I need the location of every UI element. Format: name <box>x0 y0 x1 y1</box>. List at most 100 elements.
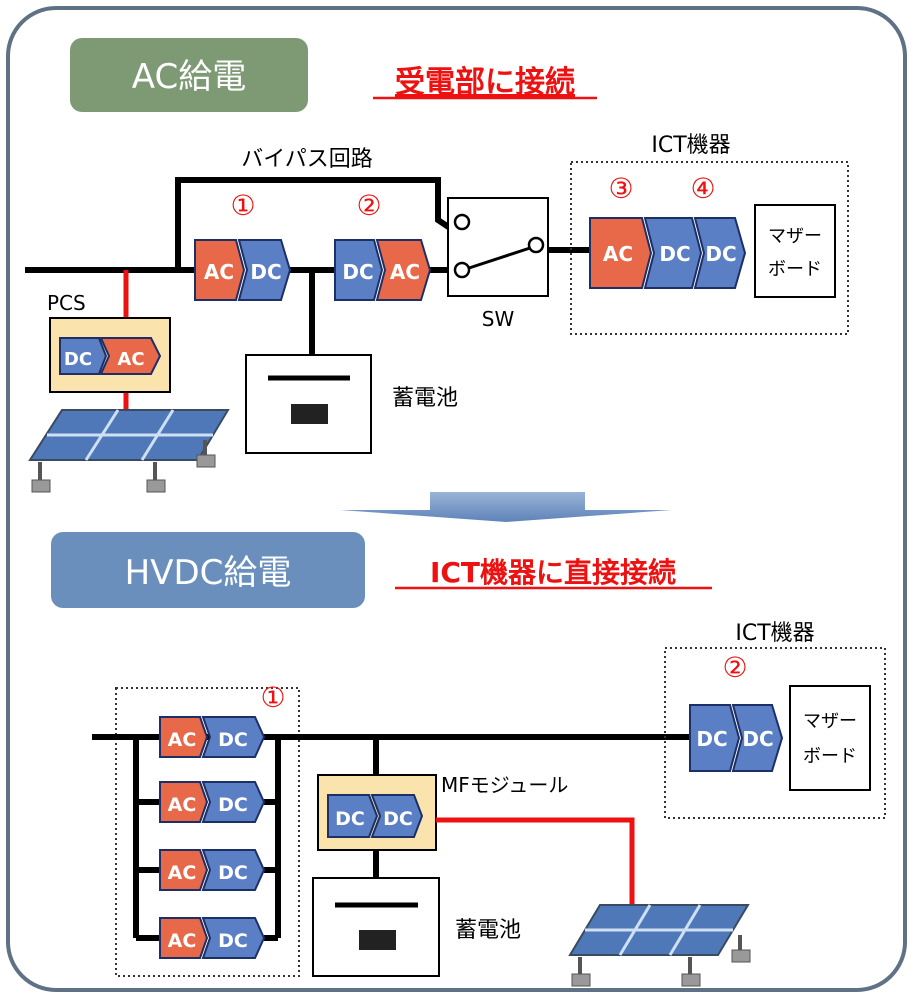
mf-solar-red-line <box>436 817 635 905</box>
switch-contact-bottom <box>453 261 471 279</box>
ac-battery-label: 蓄電池 <box>392 386 458 411</box>
solar-grid-v1 <box>84 409 120 461</box>
rectifier-4: AC DC <box>159 917 266 959</box>
rect1-dc-block <box>201 716 266 758</box>
switch: SW <box>447 197 549 331</box>
ac-number-1: ① <box>230 189 255 222</box>
rect4-ac-text: AC <box>168 930 197 952</box>
rectifier-1: AC DC <box>159 716 266 758</box>
hvdc-ict-dc-block-1 <box>689 704 741 772</box>
rect4-dc-block <box>201 917 266 959</box>
ict-dc-block-2 <box>693 217 747 289</box>
c1-ac-block <box>194 239 246 301</box>
pcs-dc-block <box>59 337 108 375</box>
c2-dc-text: DC <box>342 260 373 284</box>
hvdc-solar-panel <box>568 904 751 987</box>
hvdc-motherboard-line1: マザー <box>803 711 857 732</box>
rect1-dc-text: DC <box>218 729 248 751</box>
hvdc-battery-label: 蓄電池 <box>455 918 521 943</box>
solar-foot <box>146 479 166 493</box>
solar-foot <box>196 454 216 468</box>
hvdc-subtitle: ICT機器に直接接続 <box>430 556 676 589</box>
hvdc-ict-dotted-box <box>664 647 886 819</box>
rect3-ac-text: AC <box>168 862 197 884</box>
ac-number-4: ④ <box>690 172 715 205</box>
ac-ict-dotted-box <box>570 161 849 335</box>
ict-dc-text-2: DC <box>705 242 736 266</box>
c1-dc-text: DC <box>250 260 281 284</box>
rect4-ac-block <box>159 917 209 959</box>
rect3-dc-block <box>201 849 266 891</box>
solar-grid-v2 <box>668 904 702 956</box>
bypass-label: バイパス回路 <box>241 147 373 172</box>
solar-grid-v2 <box>140 409 175 461</box>
rectifier-2: AC DC <box>159 781 266 823</box>
hvdc-number-2: ② <box>722 651 747 684</box>
ac-number-2: ② <box>356 189 381 222</box>
pcs-converter: DC AC <box>59 337 162 375</box>
rect4-dc-text: DC <box>218 930 248 952</box>
hvdc-title-box <box>51 532 365 608</box>
ict-dc-block-1 <box>643 217 703 289</box>
hvdc-ict-label: ICT機器 <box>735 621 814 646</box>
switch-contact-top <box>453 213 471 231</box>
c2-ac-text: AC <box>390 260 420 284</box>
ac-section: AC給電 受電部に接続 バイパス回路 蓄電池 PCS DC AC <box>25 38 849 493</box>
ac-ict-label: ICT機器 <box>651 133 730 158</box>
hvdc-battery-box <box>312 877 440 977</box>
ac-converter-2: DC AC <box>334 239 432 301</box>
mf-label: MFモジュール <box>441 773 568 797</box>
ac-motherboard-line2: ボード <box>768 259 822 280</box>
ac-subtitle: 受電部に接続 <box>395 65 575 100</box>
ict-dc-text-1: DC <box>659 242 690 266</box>
c1-dc-block <box>237 239 292 301</box>
c2-dc-block <box>334 239 384 301</box>
mf-dc-block-1 <box>327 794 379 838</box>
c1-ac-text: AC <box>204 260 234 284</box>
hvdc-ict-converter: DC DC <box>689 704 784 772</box>
hvdc-title: HVDC給電 <box>125 553 292 593</box>
rectifier-3: AC DC <box>159 849 266 891</box>
mf-dc-text-2: DC <box>383 808 413 830</box>
ac-title: AC給電 <box>132 57 246 97</box>
solar-foot <box>731 949 751 963</box>
rect1-ac-text: AC <box>168 729 197 751</box>
ac-motherboard-line1: マザー <box>768 226 822 247</box>
pcs-ac-block <box>99 337 162 375</box>
rect2-ac-block <box>159 781 209 823</box>
rect1-ac-block <box>159 716 209 758</box>
ac-title-box <box>70 38 308 112</box>
mf-dc-text-1: DC <box>335 808 365 830</box>
pcs-dc-text: DC <box>64 349 92 370</box>
hvdc-ict-dc-text-2: DC <box>742 727 773 751</box>
hvdc-ict-dc-text-1: DC <box>696 727 727 751</box>
rect2-dc-text: DC <box>218 794 248 816</box>
bypass-line <box>175 177 452 270</box>
ac-ict-converter: AC DC DC <box>589 217 747 289</box>
ict-ac-text: AC <box>603 242 633 266</box>
rect2-dc-block <box>201 781 266 823</box>
c2-ac-block <box>375 239 432 301</box>
mf-dc-block-2 <box>370 794 424 838</box>
hvdc-ict-dc-block-2 <box>731 704 784 772</box>
hvdc-section: HVDC給電 ICT機器に直接接続 ① AC DC AC DC <box>51 532 886 987</box>
hvdc-motherboard-box <box>789 685 871 791</box>
rect3-dc-text: DC <box>218 862 248 884</box>
rect2-ac-text: AC <box>168 794 197 816</box>
hvdc-number-1: ① <box>260 681 285 714</box>
mf-converter: DC DC <box>327 794 424 838</box>
ac-solar-panel <box>28 409 230 493</box>
solar-foot <box>681 973 701 987</box>
hvdc-motherboard-line2: ボード <box>803 746 857 767</box>
ict-ac-block <box>589 217 653 289</box>
hvdc-battery-cell <box>359 930 396 950</box>
sw-label: SW <box>482 307 515 331</box>
switch-lever <box>468 246 531 270</box>
battery-cell <box>291 404 328 424</box>
solar-grid-v1 <box>618 904 652 956</box>
pcs-ac-text: AC <box>117 349 144 370</box>
switch-contact-right <box>527 236 545 254</box>
ac-motherboard-box <box>754 204 836 298</box>
solar-foot <box>31 479 51 493</box>
